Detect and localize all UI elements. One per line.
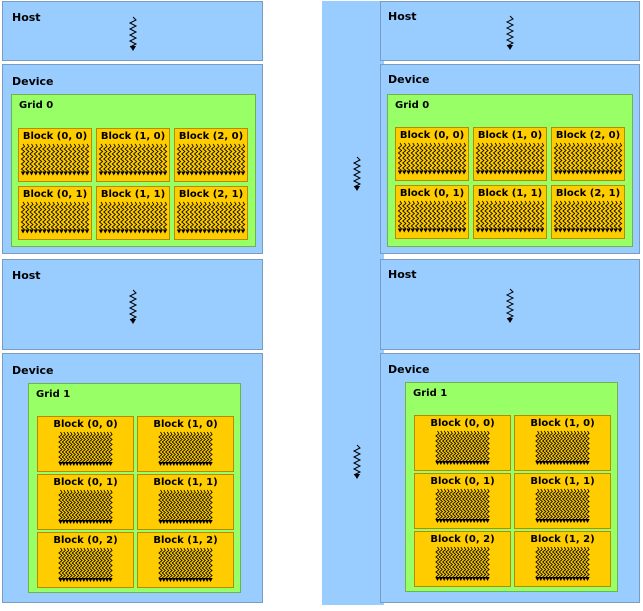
host-thread-strip-right	[322, 1, 384, 605]
thread-bundle-icon	[553, 200, 623, 233]
thread-bundle-icon	[98, 201, 168, 234]
block-1-2: Block (1, 2)	[137, 532, 234, 588]
block-1-0: Block (1, 0)	[96, 128, 170, 182]
host-label: Host	[388, 10, 417, 23]
block-0-1: Block (0, 1)	[414, 473, 511, 529]
device-panel-left-2: Device Grid 1 Block (0, 0) Block (1, 0) …	[2, 353, 263, 603]
thread-bundle-icon	[397, 142, 467, 175]
device-label: Device	[12, 364, 54, 377]
block-1-1: Block (1, 1)	[473, 185, 547, 239]
block-0-1: Block (0, 1)	[18, 186, 92, 240]
host-thread-icon	[128, 289, 138, 324]
thread-bundle-icon	[20, 201, 90, 234]
device-label: Device	[388, 363, 430, 376]
block-0-2: Block (0, 2)	[37, 532, 134, 588]
block-0-0: Block (0, 0)	[395, 127, 469, 181]
thread-bundle-icon	[58, 547, 113, 582]
thread-bundle-icon	[397, 200, 467, 233]
block-1-0: Block (1, 0)	[514, 415, 611, 471]
block-0-2: Block (0, 2)	[414, 531, 511, 587]
thread-bundle-icon	[158, 547, 213, 582]
block-1-1: Block (1, 1)	[137, 474, 234, 530]
grid-label: Grid 0	[19, 100, 54, 111]
grid-1-right: Grid 1 Block (0, 0) Block (1, 0) Block (…	[405, 382, 618, 592]
host-thread-icon	[128, 16, 138, 51]
block-1-1: Block (1, 1)	[96, 186, 170, 240]
grid-label: Grid 0	[395, 100, 430, 111]
block-0-1: Block (0, 1)	[395, 185, 469, 239]
grid-label: Grid 1	[36, 389, 71, 400]
block-0-1: Block (0, 1)	[37, 474, 134, 530]
host-label: Host	[388, 268, 417, 281]
host-panel-right-1: Host	[380, 1, 640, 61]
grid-1-left: Grid 1 Block (0, 0) Block (1, 0) Block (…	[28, 383, 241, 593]
block-1-0: Block (1, 0)	[473, 127, 547, 181]
block-2-0: Block (2, 0)	[174, 128, 248, 182]
thread-bundle-icon	[58, 431, 113, 466]
block-1-1: Block (1, 1)	[514, 473, 611, 529]
block-1-0: Block (1, 0)	[137, 416, 234, 472]
device-panel-left-1: Device Grid 0 Block (0, 0) Block (1, 0) …	[2, 64, 263, 254]
thread-bundle-icon	[98, 143, 168, 176]
host-thread-icon	[505, 15, 515, 50]
device-panel-right-1: Device Grid 0 Block (0, 0) Block (1, 0) …	[380, 64, 640, 254]
host-panel-right-2: Host	[380, 259, 640, 350]
device-label: Device	[388, 73, 430, 86]
thread-bundle-icon	[535, 488, 590, 523]
thread-bundle-icon	[176, 143, 246, 176]
grid-label: Grid 1	[413, 388, 448, 399]
thread-bundle-icon	[58, 489, 113, 524]
block-0-0: Block (0, 0)	[18, 128, 92, 182]
grid-0-left: Grid 0 Block (0, 0) Block (1, 0) Block (…	[11, 94, 256, 247]
thread-bundle-icon	[553, 142, 623, 175]
block-2-1: Block (2, 1)	[174, 186, 248, 240]
device-thread-icon	[352, 444, 362, 479]
block-1-2: Block (1, 2)	[514, 531, 611, 587]
host-thread-icon	[505, 288, 515, 323]
thread-bundle-icon	[535, 430, 590, 465]
block-2-0: Block (2, 0)	[551, 127, 625, 181]
thread-bundle-icon	[475, 200, 545, 233]
thread-bundle-icon	[475, 142, 545, 175]
device-label: Device	[12, 75, 54, 88]
block-2-1: Block (2, 1)	[551, 185, 625, 239]
thread-bundle-icon	[435, 430, 490, 465]
host-label: Host	[12, 269, 41, 282]
thread-bundle-icon	[435, 488, 490, 523]
block-0-0: Block (0, 0)	[37, 416, 134, 472]
host-label: Host	[12, 11, 41, 24]
device-thread-icon	[352, 156, 362, 191]
device-panel-right-2: Device Grid 1 Block (0, 0) Block (1, 0) …	[380, 353, 640, 603]
thread-bundle-icon	[176, 201, 246, 234]
host-panel-left-2: Host	[2, 259, 263, 350]
grid-0-right: Grid 0 Block (0, 0) Block (1, 0) Block (…	[387, 94, 633, 247]
host-panel-left-1: Host	[2, 1, 263, 61]
block-0-0: Block (0, 0)	[414, 415, 511, 471]
thread-bundle-icon	[20, 143, 90, 176]
thread-bundle-icon	[158, 489, 213, 524]
thread-bundle-icon	[535, 546, 590, 581]
thread-bundle-icon	[435, 546, 490, 581]
thread-bundle-icon	[158, 431, 213, 466]
